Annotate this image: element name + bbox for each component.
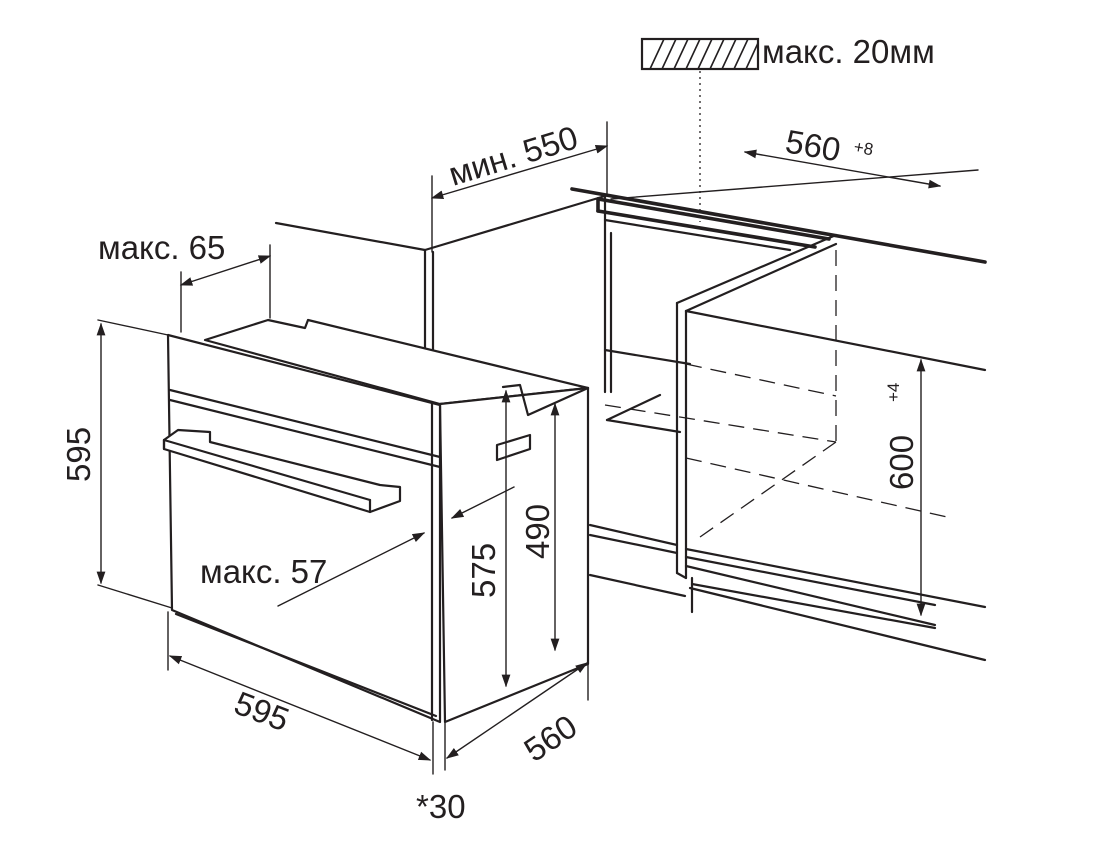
niche-width-tolerance: +8 [852,137,874,159]
oven-depth-label: 560 [517,707,583,768]
inner-height-label: 490 [519,504,556,559]
niche-width-label: 560 [783,122,844,168]
front-overhang-label: макс. 65 [98,229,225,266]
niche-height-tolerance: +4 [884,383,903,402]
countertop-max-label: макс. 20мм [762,33,935,70]
niche-height-label: 600 [883,435,920,490]
oven-width-label: 595 [229,684,294,738]
hatch-pattern-icon [640,37,760,222]
body-height-label: 575 [465,543,502,598]
bottom-note-label: *30 [416,788,466,825]
niche-width-label-group: 560 +8 [783,122,875,168]
min-depth-label: мин. 550 [444,118,582,192]
dimension-lines [96,121,979,775]
handle-depth-label: макс. 57 [200,553,327,590]
cabinet-niche [274,187,987,662]
niche-height-label-group: 600 +4 [883,383,920,490]
oven-height-label: 595 [60,427,97,482]
